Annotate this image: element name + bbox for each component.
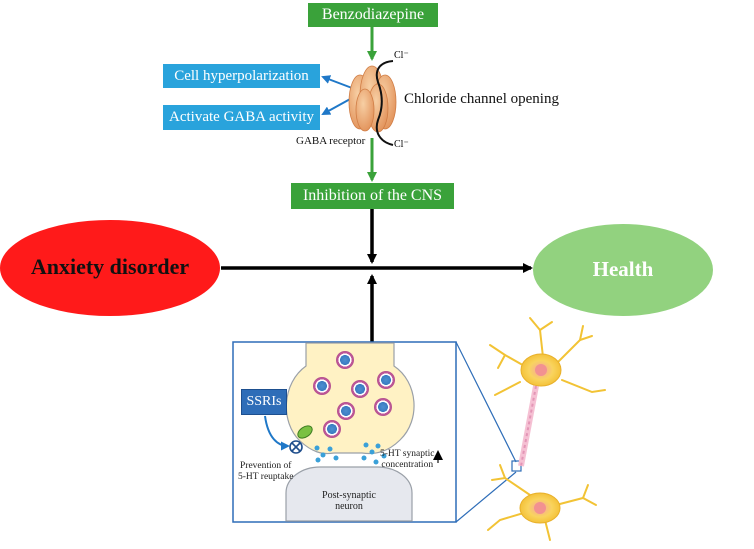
- gaba-receptor-icon: [348, 65, 397, 133]
- synaptic-note: 5-HT synaptic concentration: [380, 449, 435, 470]
- benzodiazepine-box: Benzodiazepine: [308, 3, 438, 27]
- receptor-label: GABA receptor: [296, 135, 366, 147]
- health-ellipse: [533, 224, 713, 316]
- channel-label: Chloride channel opening: [404, 91, 559, 107]
- block-x-icon: [289, 440, 303, 454]
- reuptake-note: Prevention of 5-HT reuptake: [238, 461, 294, 482]
- anxiety-label: Anxiety disorder: [30, 254, 190, 279]
- postsynaptic-label: Post-synaptic neuron: [322, 490, 376, 512]
- gaba-activity-box: Activate GABA activity: [163, 105, 320, 130]
- zoom-line-bottom: [455, 471, 517, 523]
- health-label: Health: [592, 257, 654, 281]
- anxiety-ellipse: [0, 220, 220, 316]
- serotonin-transporter-icon: [297, 425, 313, 439]
- serotonin-molecules: [314, 442, 387, 465]
- arrow-ssri-to-transporter: [264, 415, 290, 451]
- chloride-ion-label-top: Cl⁻: [394, 50, 409, 61]
- zoom-line-top: [455, 341, 517, 463]
- neuron-illustration: [487, 317, 606, 541]
- hyperpolarization-box: Cell hyperpolarization: [163, 64, 320, 88]
- chloride-flow-icon: [375, 60, 394, 146]
- cns-inhibition-box: Inhibition of the CNS: [291, 183, 454, 209]
- ssri-box: SSRIs: [241, 389, 287, 415]
- arrow-to-gaba-activity: [321, 97, 353, 115]
- vesicles: [313, 351, 395, 438]
- chloride-ion-label-bottom: Cl⁻: [394, 139, 409, 150]
- arrow-to-hyperpolarization: [321, 75, 353, 89]
- postsynaptic-neuron-shape: [285, 466, 413, 522]
